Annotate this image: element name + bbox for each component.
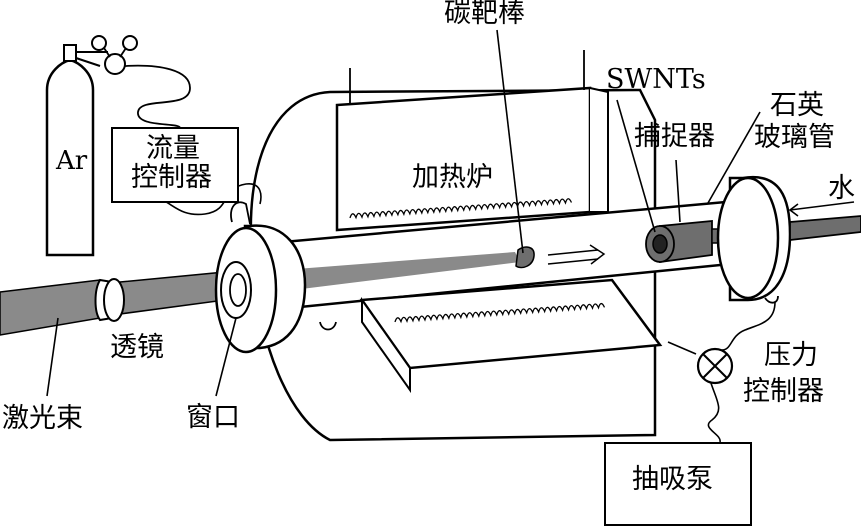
- lower-heater-plate: [359, 278, 663, 394]
- flow-controller-box: [111, 127, 239, 203]
- pressure-controller-label-line2: 控制器: [743, 376, 824, 407]
- argon-cylinder: [45, 35, 191, 257]
- ar-label: Ar: [56, 146, 88, 176]
- flow-controller-label-line1: 流量: [146, 133, 200, 164]
- connecting-wires: [46, 29, 855, 443]
- lens-label: 透镜: [110, 332, 164, 363]
- window-label: 窗口: [186, 402, 240, 433]
- right-end-cap: [716, 175, 861, 304]
- pressure-controller-label-line1: 压力: [764, 340, 818, 371]
- pump-box: [604, 442, 752, 526]
- water-label: 水: [828, 173, 855, 204]
- collector-label: 捕捉器: [634, 121, 715, 152]
- quartz-tube-label-line1: 石英: [770, 90, 824, 121]
- carbon-target-rod: [515, 246, 535, 269]
- swnts-label: SWNTs: [606, 64, 706, 95]
- furnace-label: 加热炉: [412, 162, 493, 193]
- upper-heater-plate: [335, 50, 609, 232]
- pump-label: 抽吸泵: [632, 464, 713, 495]
- flow-controller-label-line2: 控制器: [131, 162, 212, 193]
- carbon-rod-label: 碳靶棒: [444, 0, 525, 29]
- flow-arrow: [547, 244, 606, 265]
- pressure-valve: [696, 347, 734, 385]
- laser-beam-label: 激光束: [2, 403, 83, 434]
- left-end-cap: [214, 201, 337, 354]
- lens: [94, 278, 125, 322]
- quartz-tube-label-line2: 玻璃管: [754, 122, 835, 153]
